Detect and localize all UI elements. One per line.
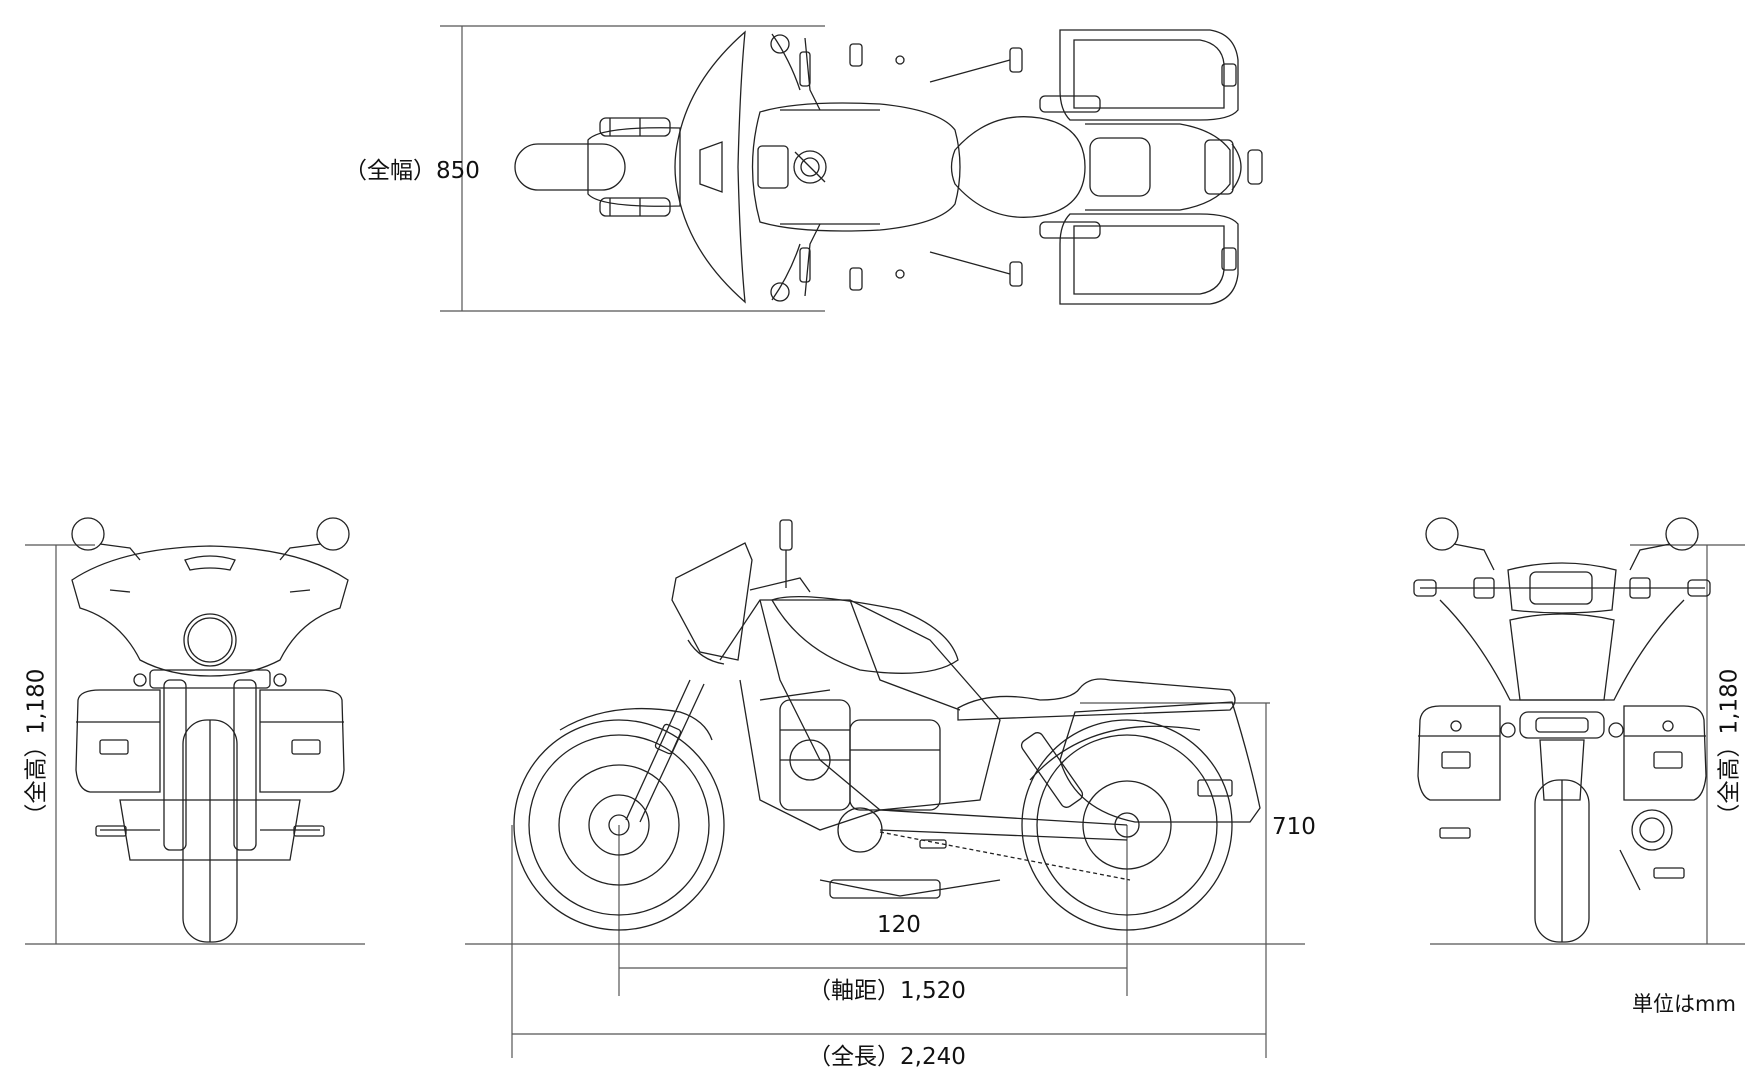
- overall-length-label: （全長）2,240: [808, 1044, 966, 1070]
- rear-view: [1413, 517, 1711, 943]
- unit-note: 単位はmm: [1632, 992, 1736, 1016]
- ground-clearance-label: 120: [877, 912, 921, 938]
- side-view: [513, 519, 1261, 931]
- overall-width-label: （全幅）850: [344, 158, 480, 184]
- seat-height-label: 710: [1272, 814, 1316, 840]
- dimension-lines: [25, 25, 1745, 1058]
- wheelbase-label: （軸距）1,520: [808, 978, 966, 1004]
- front-view: [71, 517, 350, 943]
- overall-height-front-label: （全高）1,180: [23, 668, 50, 827]
- overall-height-rear-label: （全高）1,180: [1716, 668, 1743, 827]
- top-view: [514, 29, 1263, 305]
